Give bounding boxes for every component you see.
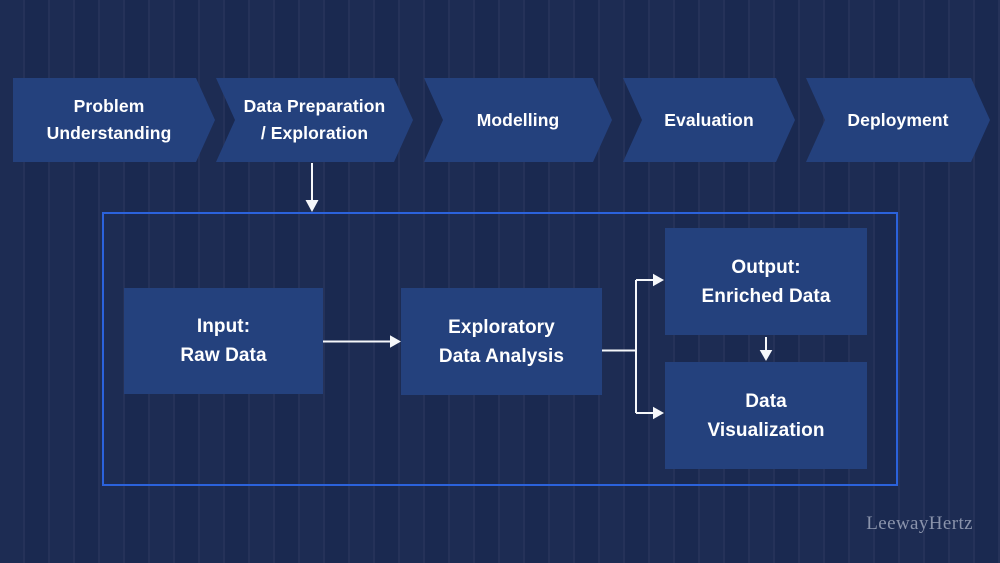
pipeline-step-label: Deployment [847,109,949,130]
watermark-logo-text: LeewayHertz [866,513,973,534]
output-enriched-data-box: Output: Enriched Data [665,228,867,335]
data-visualization-box: Data Visualization [665,362,867,469]
pipeline-step-label: Problem Understanding [46,96,172,143]
pipeline-step-label: Evaluation [664,109,754,130]
pipeline-step-modelling: Modelling [424,78,612,162]
pipeline-step-deployment: Deployment [806,78,990,162]
pipeline-step-evaluation: Evaluation [623,78,795,162]
pipeline-step-label: Data Preparation / Exploration [243,96,386,143]
box-label: Input: Raw Data [180,316,267,366]
pipeline-step-problem-understanding: Problem Understanding [13,78,215,162]
exploratory-data-analysis-box: Exploratory Data Analysis [401,288,602,395]
box-label: Output: Enriched Data [701,256,831,307]
input-raw-data-box: Input: Raw Data [124,288,323,394]
exploration-detail-panel [102,212,898,486]
box-label: Exploratory Data Analysis [438,316,565,367]
pipeline-step-data-preparation: Data Preparation / Exploration [216,78,413,162]
box-label: Data Visualization [707,390,825,441]
pipeline-step-label: Modelling [476,109,560,130]
arrow-preparation-to-detail-panel [305,163,319,212]
